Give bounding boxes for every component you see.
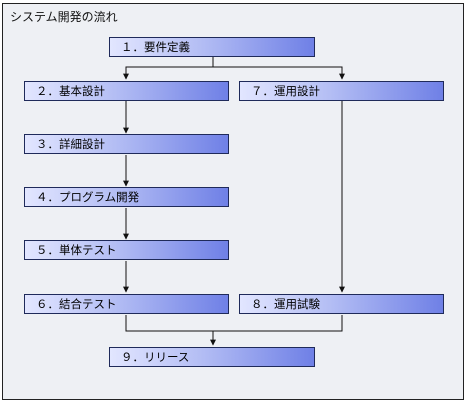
step-1-requirements: １．要件定義 [109, 37, 315, 57]
step-7-operation-design: ７．運用設計 [239, 81, 444, 101]
step-9-release: ９．リリース [109, 347, 315, 367]
diagram-frame [2, 3, 467, 403]
step-8-operation-test: ８．運用試験 [239, 294, 444, 314]
step-6-integration-test: ６．結合テスト [24, 294, 229, 314]
connector-s8-s9 [213, 315, 343, 332]
step-2-basic-design: ２．基本設計 [24, 81, 229, 101]
connector-s1-s2 [123, 57, 214, 80]
connector-s6-s9 [125, 315, 216, 346]
step-4-program-dev: ４．プログラム開発 [24, 187, 229, 207]
connector-s1-s7 [213, 66, 345, 80]
diagram-title: システム開発の流れ [10, 10, 118, 24]
step-3-detail-design: ３．詳細設計 [24, 134, 229, 154]
step-5-unit-test: ５．単体テスト [24, 240, 229, 260]
